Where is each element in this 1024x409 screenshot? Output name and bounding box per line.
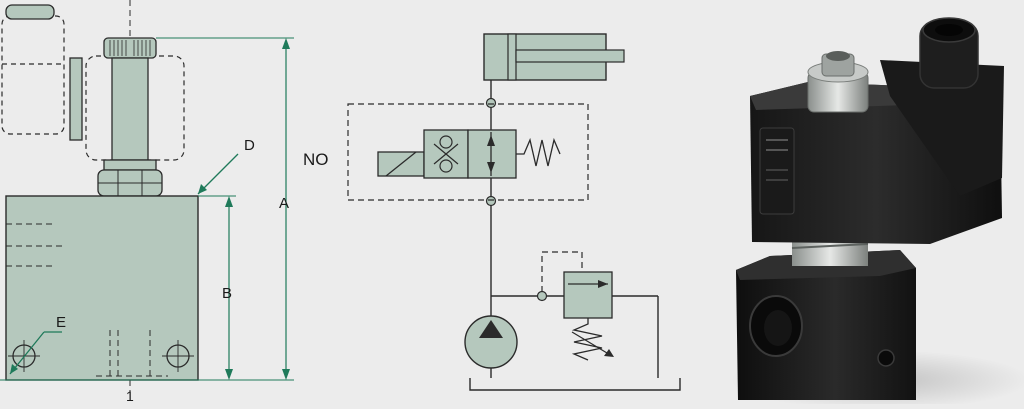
relief-valve — [563, 271, 613, 319]
technical-drawing: E D B A 1 — [0, 0, 294, 404]
junction-bottom — [485, 195, 497, 207]
valve-position-open — [467, 129, 517, 179]
return-spring — [516, 137, 561, 167]
mode-label: NO — [303, 150, 329, 169]
label-b: B — [222, 285, 232, 302]
coil-connector — [880, 60, 1004, 196]
cylinder-rod — [515, 49, 625, 63]
hidden-port-lines — [6, 223, 168, 380]
label-a: A — [279, 195, 289, 212]
tank — [469, 378, 681, 391]
side-port — [877, 349, 895, 367]
coil-ghost-outline — [1, 15, 65, 135]
leader-d — [197, 153, 239, 195]
label-e: E — [56, 314, 66, 331]
leader-e — [9, 331, 45, 375]
pilot-line — [541, 251, 583, 292]
junction-top — [485, 97, 497, 109]
valve-stem — [111, 57, 149, 161]
collar — [103, 159, 157, 171]
label-d: D — [244, 137, 255, 154]
connector-plate — [69, 57, 83, 141]
relief-spring — [571, 318, 603, 361]
hydraulic-schematic: NO — [303, 33, 681, 391]
product-photo — [730, 17, 1024, 409]
label-port: 1 — [126, 388, 134, 404]
valve-enclosure — [347, 103, 589, 201]
valve-body-photo — [736, 250, 916, 400]
valve-body — [5, 195, 199, 381]
knurl-lines — [109, 40, 151, 56]
ghost-knob — [5, 4, 55, 20]
knurled-knob — [103, 37, 157, 59]
junction-relief — [536, 290, 548, 302]
cylinder-piston — [507, 33, 517, 81]
